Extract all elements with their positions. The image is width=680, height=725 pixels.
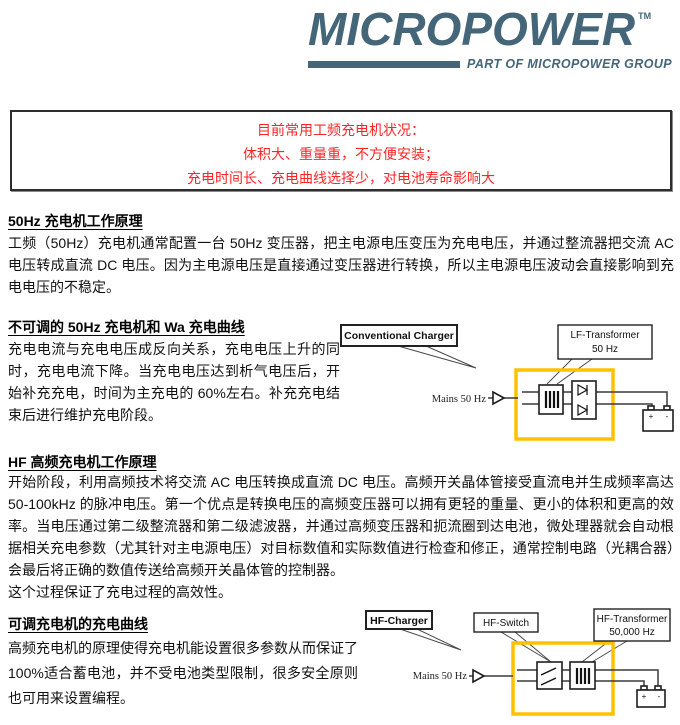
logo-wordmark: MICROPOWER [308,3,636,55]
logo-trademark: TM [638,11,652,21]
section-body-adjustable: 高频充电机的原理使得充电机能设置很多参数从而保证了 100%适合蓄电池，并不受电… [8,640,358,706]
section-heading-adjustable: 可调充电机的充电曲线 [8,616,148,632]
callout-hf-switch-label: HF-Switch [483,618,529,629]
notice-line: 充电时间长、充电曲线选择少，对电池寿命影响大 [187,170,495,186]
hf-charger-schematic: + - Mains 50 Hz HF-Charger HF-Switch HF-… [365,608,671,716]
mains-label: Mains 50 Hz [413,671,468,682]
callout-conventional-charger [340,324,458,347]
hf-paragraph-extra: 这个过程保证了充电过程的高效性。 [8,584,232,600]
section-heading-wa-curve: 不可调的 50Hz 充电机和 Wa 充电曲线 [8,319,245,335]
hf-paragraph: 开始阶段，利用高频技术将交流 AC 电压转换成直流 DC 电压。高频开关晶体管接… [8,474,674,578]
hf-charger-diagram: + - Mains 50 Hz HF-Charger HF-Switch HF-… [355,608,680,725]
notice-line: 目前常用工频充电机状况： [257,122,425,138]
callout-tail [500,631,552,663]
wire-bottom [517,680,645,686]
callout-lf-transformer [557,324,653,360]
section-body-50hz: 工频（50Hz）充电机通常配置一台 50Hz 变压器，把主电源电压变压为充电电压… [8,235,674,295]
callout-lf-transformer-freq: 50 Hz [592,344,618,355]
transformer-icon [569,661,596,690]
mains-label: Mains 50 Hz [432,394,487,405]
diode-icon [577,383,589,397]
transformer-coil-icon [544,391,560,408]
callout-hf-switch [473,612,539,633]
battery-icon [636,689,666,708]
diode-icon [577,403,589,417]
callout-tail [399,628,462,651]
rectifier-icon [571,380,597,420]
callout-hf-transformer-label: HF-Transformer [597,614,668,625]
logo-tagline: PART OF MICROPOWER GROUP [467,57,672,71]
callout-hf-charger-label: HF-Charger [370,615,428,627]
mains-arrow-icon [492,390,506,406]
logo-tagline-row: PART OF MICROPOWER GROUP [308,57,672,71]
charger-highlight-frame [511,641,615,716]
callout-hf-transformer [593,608,671,642]
notice-box: 目前常用工频充电机状况： 体积大、重量重，不方便安装； 充电时间长、充电曲线选择… [10,110,672,191]
callout-conventional-charger-label: Conventional Charger [344,330,454,342]
callout-hf-transformer-freq: 50,000 Hz [609,627,655,638]
transformer-coil-icon [575,668,591,684]
callout-tail [397,345,477,369]
callout-lf-transformer-label: LF-Transformer [570,330,640,341]
section-heading-hf: HF 高频充电机工作原理 [8,454,157,470]
switch-icon [536,661,563,690]
conventional-charger-diagram: + - Mains 50 Hz Conventional Charger LF-… [338,322,680,450]
notice-line: 体积大、重量重，不方便安装； [243,146,439,162]
battery-plus-label: + [642,692,647,701]
wire-top [522,391,668,406]
section-body-hf: 开始阶段，利用高频技术将交流 AC 电压转换成直流 DC 电压。高频开关晶体管接… [8,471,674,603]
battery-minus-label: - [666,412,669,421]
conventional-charger-schematic: + - Mains 50 Hz Conventional Charger LF-… [340,324,674,441]
battery-icon [642,409,674,432]
logo-bar [308,60,461,68]
section-heading-50hz: 50Hz 充电机工作原理 [8,213,143,229]
section-body-wa-curve: 充电电流与充电电压成反向关系，充电电压上升的同时，充电电流下降。当充电电压达到析… [8,341,340,423]
switch-blades-icon [540,667,557,686]
callout-hf-charger [365,610,433,630]
mains-arrow-icon [472,668,486,684]
wire-top [517,669,659,686]
battery-minus-label: - [658,692,661,701]
battery-plus-label: + [649,412,654,421]
